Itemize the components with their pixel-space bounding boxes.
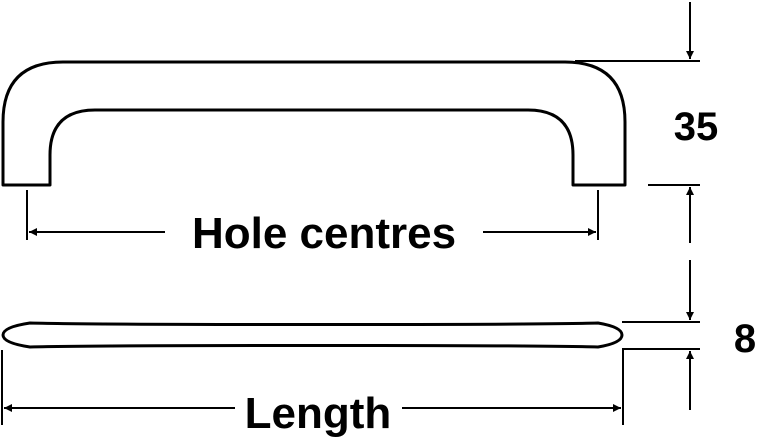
handle-outline (1, 60, 627, 187)
dimension-lines (1, 2, 700, 425)
length-label: Length (245, 389, 392, 438)
handle-top-view (1, 321, 624, 349)
height-label: 35 (674, 105, 719, 149)
thickness-label: 8 (734, 317, 756, 361)
handle-profile-outline (1, 321, 624, 349)
handle-side-view (1, 60, 627, 187)
hole-centres-label: Hole centres (192, 209, 456, 258)
